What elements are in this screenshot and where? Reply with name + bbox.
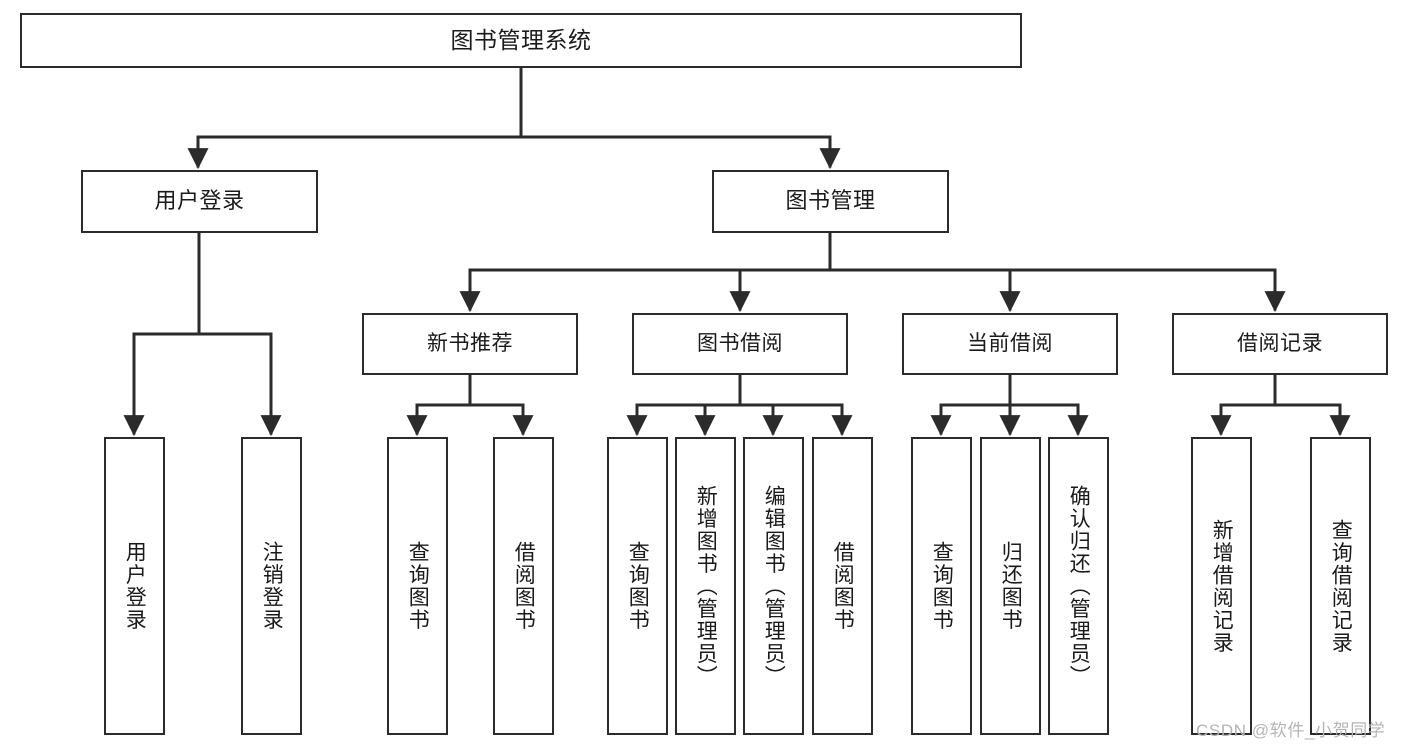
node-leaf-return-book[interactable]: 归还图书 (980, 437, 1041, 735)
node-leaf-query-book-2-label: 查询图书 (626, 541, 650, 631)
node-leaf-add-record[interactable]: 新增借阅记录 (1191, 437, 1252, 735)
node-leaf-borrow-book-2[interactable]: 借阅图书 (812, 437, 873, 735)
node-current-borrow-label: 当前借阅 (967, 331, 1053, 355)
node-book-manage-label: 图书管理 (785, 188, 876, 214)
node-leaf-user-logout[interactable]: 注销登录 (241, 437, 302, 735)
node-user-login[interactable]: 用户登录 (81, 170, 318, 233)
node-book-borrow-label: 图书借阅 (697, 331, 783, 355)
node-leaf-user-login[interactable]: 用户登录 (104, 437, 165, 735)
csdn-watermark: CSDN @软件_小贺同学 (1196, 721, 1386, 740)
node-new-book-rec[interactable]: 新书推荐 (362, 313, 578, 375)
node-borrow-record[interactable]: 借阅记录 (1172, 313, 1388, 375)
node-leaf-return-book-label: 归还图书 (999, 541, 1023, 631)
node-leaf-borrow-book-1-label: 借阅图书 (512, 541, 536, 631)
node-leaf-query-record[interactable]: 查询借阅记录 (1310, 437, 1371, 735)
node-borrow-record-label: 借阅记录 (1237, 331, 1323, 355)
node-leaf-add-record-label: 新增借阅记录 (1210, 518, 1234, 654)
node-user-login-label: 用户登录 (154, 188, 245, 214)
node-leaf-add-book[interactable]: 新增图书（管理员） (675, 437, 736, 735)
node-leaf-query-book-3-label: 查询图书 (930, 541, 954, 631)
node-new-book-rec-label: 新书推荐 (427, 331, 513, 355)
node-leaf-edit-book-label: 编辑图书（管理员） (762, 484, 786, 688)
node-leaf-confirm-return[interactable]: 确认归还（管理员） (1048, 437, 1109, 735)
node-leaf-edit-book[interactable]: 编辑图书（管理员） (743, 437, 804, 735)
node-leaf-user-logout-label: 注销登录 (260, 541, 284, 631)
node-book-manage[interactable]: 图书管理 (712, 170, 949, 233)
node-book-borrow[interactable]: 图书借阅 (632, 313, 848, 375)
node-leaf-confirm-return-label: 确认归还（管理员） (1067, 484, 1091, 688)
node-leaf-borrow-book-2-label: 借阅图书 (831, 541, 855, 631)
node-leaf-query-book-3[interactable]: 查询图书 (911, 437, 972, 735)
node-current-borrow[interactable]: 当前借阅 (902, 313, 1118, 375)
node-leaf-query-book-1[interactable]: 查询图书 (387, 437, 448, 735)
node-leaf-query-book-2[interactable]: 查询图书 (607, 437, 668, 735)
node-leaf-query-record-label: 查询借阅记录 (1329, 518, 1353, 654)
node-leaf-add-book-label: 新增图书（管理员） (694, 484, 718, 688)
node-leaf-query-book-1-label: 查询图书 (406, 541, 430, 631)
node-leaf-user-login-label: 用户登录 (123, 541, 147, 631)
node-root[interactable]: 图书管理系统 (20, 13, 1022, 68)
node-leaf-borrow-book-1[interactable]: 借阅图书 (493, 437, 554, 735)
node-root-label: 图书管理系统 (450, 26, 592, 53)
